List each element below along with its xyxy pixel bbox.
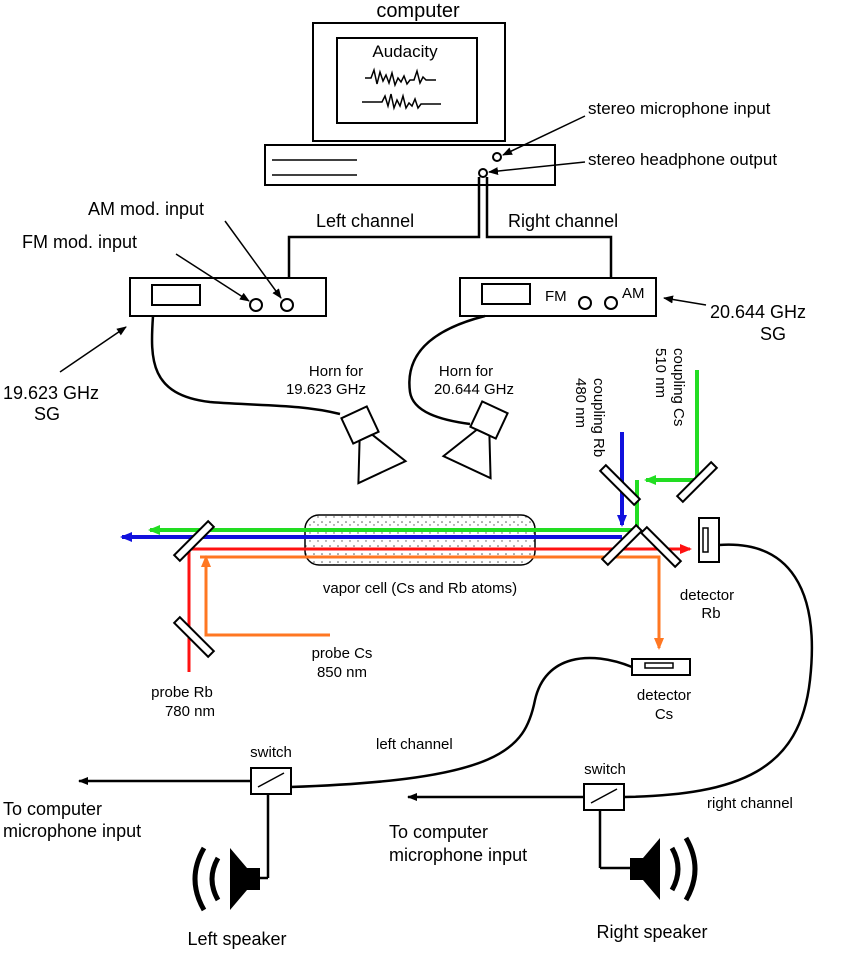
horn-left-flare — [357, 433, 408, 485]
horn-left-line2: 19.623 GHz — [286, 381, 366, 398]
mirror-rb-coupling — [598, 463, 642, 507]
fm-pointer — [175, 253, 250, 302]
left-speaker-icon — [192, 846, 260, 912]
headphone-jack — [478, 168, 488, 178]
mic-jack — [492, 152, 502, 162]
right-channel-cable — [485, 177, 613, 300]
sg-right-freq: 20.644 GHz — [710, 302, 806, 322]
detector-rb: detector Rb — [680, 517, 734, 622]
waveform-bottom — [362, 93, 441, 111]
horn-left: Horn for 19.623 GHz — [286, 363, 408, 485]
mirror-dichroic-right — [600, 523, 644, 567]
switch-left: switch — [78, 744, 292, 880]
horn-right-line2: 20.644 GHz — [434, 381, 514, 398]
detector-cs-line1: detector — [637, 687, 691, 704]
computer-title: computer — [376, 0, 460, 22]
headphone-output-label: stereo headphone output — [588, 150, 777, 169]
coupling-cs-label: coupling Cs 510 nm — [652, 348, 687, 426]
right-channel-output-cable — [623, 543, 814, 799]
sg-right-pointer — [663, 295, 707, 306]
mic-input-label: stereo microphone input — [588, 99, 771, 118]
horn-left-line1: Horn for — [309, 363, 363, 380]
detector-cs-window — [644, 662, 674, 669]
switch-right-blade — [590, 788, 618, 804]
horn-right-cable — [408, 314, 486, 426]
horn-right-line1: Horn for — [439, 363, 493, 380]
left-channel-label: Left channel — [316, 211, 414, 231]
am-jack-right — [604, 296, 618, 310]
right-mic-line1: To computer — [389, 822, 488, 842]
detector-rb-body — [698, 517, 720, 563]
fm-label-right: FM — [545, 288, 567, 305]
horn-right: Horn for 20.644 GHz — [434, 363, 514, 480]
mirror-cs-coupling — [675, 460, 719, 504]
mic-pointer — [502, 115, 586, 156]
am-label-right: AM — [622, 285, 645, 302]
vapor-cell-label: vapor cell (Cs and Rb atoms) — [323, 580, 517, 597]
horn-left-cable — [150, 315, 341, 416]
am-mod-input-label: AM mod. input — [88, 199, 204, 219]
detector-cs-line2: Cs — [655, 706, 673, 723]
coupling-rb-line2: 480 nm — [572, 378, 589, 428]
mirror-dichroic-splitter — [639, 525, 683, 569]
am-input-jack-left — [280, 298, 294, 312]
coupling-cs-line2: 510 nm — [652, 348, 669, 398]
waveform-top — [365, 67, 436, 88]
mirror-dichroic-left — [172, 519, 216, 563]
monitor-screen — [336, 37, 478, 124]
detector-rb-line1: detector — [680, 587, 734, 604]
switch-left-blade — [257, 772, 285, 788]
am-pointer — [224, 220, 282, 299]
left-speaker-label: Left speaker — [187, 929, 286, 949]
right-mic-line2: microphone input — [389, 845, 527, 865]
sg-left-unit: SG — [34, 404, 60, 424]
sg-left-freq: 19.623 GHz — [3, 383, 99, 403]
signal-generator-left: AM mod. input FM mod. input 19.623 GHz S… — [3, 199, 327, 424]
right-speaker-label: Right speaker — [596, 922, 707, 942]
switch-right: switch — [407, 761, 630, 870]
right-speaker-icon — [630, 836, 698, 902]
coupling-cs-line1: coupling Cs — [670, 348, 687, 426]
right-channel-out-label: right channel — [707, 795, 793, 812]
probe-cs-line1: probe Cs — [312, 645, 373, 662]
sg-right-unit: SG — [760, 324, 786, 344]
left-channel-output-cable — [289, 656, 633, 789]
computer: computer Audacity stereo microphone inpu… — [264, 0, 777, 186]
beam-probe-rb — [187, 544, 692, 672]
fm-jack-right — [578, 296, 592, 310]
left-channel-cable — [287, 177, 481, 302]
fm-input-jack-left — [249, 298, 263, 312]
detector-rb-window — [702, 527, 709, 553]
fm-mod-input-label: FM mod. input — [22, 232, 137, 252]
detector-cs: detector Cs — [631, 658, 691, 723]
right-channel-label: Right channel — [508, 211, 618, 231]
probe-rb-line1: probe Rb — [151, 684, 213, 701]
horn-right-flare — [441, 428, 492, 480]
headphone-pointer — [488, 161, 586, 176]
mirror-probe — [172, 615, 216, 659]
generator-left-display — [151, 284, 201, 306]
sg-left-pointer — [59, 326, 127, 373]
left-channel-out-label: left channel — [376, 736, 453, 753]
beam-probe-cs-main — [200, 555, 664, 650]
signal-generator-right: FM AM 20.644 GHz SG — [459, 277, 806, 344]
vapor-cell — [304, 514, 536, 566]
coupling-rb-label: coupling Rb 480 nm — [572, 378, 607, 457]
switch-right-label: switch — [584, 761, 626, 778]
switch-left-label: switch — [250, 744, 292, 761]
probe-cs-line2: 850 nm — [317, 664, 367, 681]
switch-left-body — [250, 767, 292, 795]
beam-probe-cs-in — [201, 555, 330, 637]
coupling-rb-line1: coupling Rb — [590, 378, 607, 457]
audacity-label: Audacity — [372, 42, 438, 61]
left-mic-line1: To computer — [3, 799, 102, 819]
detector-rb-line2: Rb — [701, 605, 720, 622]
left-mic-line2: microphone input — [3, 821, 141, 841]
generator-right-display — [481, 283, 531, 305]
probe-rb-line2: 780 nm — [165, 703, 215, 720]
switch-right-body — [583, 783, 625, 811]
